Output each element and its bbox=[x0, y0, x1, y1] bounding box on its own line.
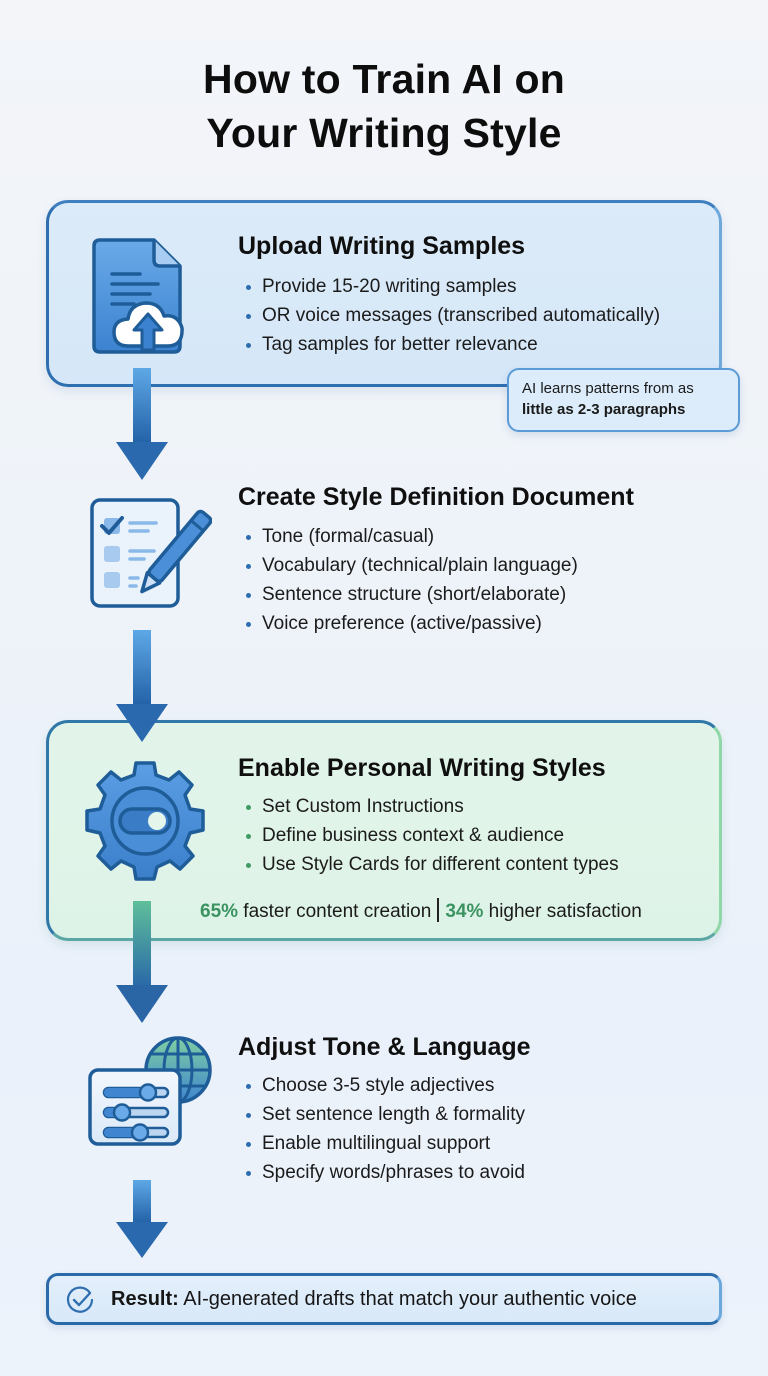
step-2-title: Create Style Definition Document bbox=[238, 483, 634, 511]
list-item: Voice preference (active/passive) bbox=[244, 609, 578, 638]
down-arrow-icon bbox=[116, 1180, 168, 1258]
title-line-2: Your Writing Style bbox=[206, 110, 562, 156]
list-item: Set Custom Instructions bbox=[244, 792, 619, 821]
list-item: Set sentence length & formality bbox=[244, 1100, 525, 1129]
step-3-bullets: Set Custom Instructions Define business … bbox=[244, 792, 619, 879]
list-item: Tag samples for better relevance bbox=[244, 330, 660, 359]
list-item: Provide 15-20 writing samples bbox=[244, 272, 660, 301]
document-cloud-upload-icon bbox=[92, 238, 184, 354]
callout-text: AI learns patterns from as bbox=[522, 380, 694, 397]
step-4-title: Adjust Tone & Language bbox=[238, 1033, 531, 1061]
stat-2-value: 34% bbox=[445, 901, 484, 922]
list-item: Choose 3-5 style adjectives bbox=[244, 1071, 525, 1100]
list-item: Sentence structure (short/elaborate) bbox=[244, 580, 578, 609]
list-item: Enable multilingual support bbox=[244, 1129, 525, 1158]
result-banner: Result: AI-generated drafts that match y… bbox=[46, 1273, 722, 1325]
down-arrow-icon bbox=[116, 630, 168, 742]
step-3-title: Enable Personal Writing Styles bbox=[238, 754, 606, 782]
list-item: OR voice messages (transcribed automatic… bbox=[244, 301, 660, 330]
checklist-pen-icon bbox=[90, 498, 212, 608]
list-item: Specify words/phrases to avoid bbox=[244, 1158, 525, 1187]
stats-line: 65% faster content creation 34% higher sa… bbox=[200, 898, 642, 923]
stat-divider bbox=[437, 898, 440, 922]
down-arrow-icon bbox=[116, 901, 168, 1023]
list-item: Tone (formal/casual) bbox=[244, 522, 578, 551]
list-item: Use Style Cards for different content ty… bbox=[244, 850, 619, 879]
step-2-bullets: Tone (formal/casual) Vocabulary (technic… bbox=[244, 522, 578, 638]
step-1-bullets: Provide 15-20 writing samples OR voice m… bbox=[244, 272, 660, 359]
down-arrow-icon bbox=[116, 368, 168, 480]
result-description: AI-generated drafts that match your auth… bbox=[178, 1288, 637, 1310]
stat-2-label: higher satisfaction bbox=[483, 901, 642, 922]
step-1-title: Upload Writing Samples bbox=[238, 232, 526, 260]
callout-note: AI learns patterns from as little as 2-3… bbox=[507, 368, 740, 432]
page-title: How to Train AI on Your Writing Style bbox=[0, 52, 768, 160]
stat-1-value: 65% bbox=[200, 901, 239, 922]
gear-toggle-icon bbox=[85, 761, 205, 881]
step-4-bullets: Choose 3-5 style adjectives Set sentence… bbox=[244, 1071, 525, 1187]
callout-bold-text: little as 2-3 paragraphs bbox=[522, 401, 686, 418]
stat-1-label: faster content creation bbox=[238, 901, 432, 922]
list-item: Vocabulary (technical/plain language) bbox=[244, 551, 578, 580]
sliders-globe-icon bbox=[88, 1036, 212, 1146]
result-label: Result: bbox=[111, 1288, 179, 1310]
list-item: Define business context & audience bbox=[244, 821, 619, 850]
title-line-1: How to Train AI on bbox=[203, 56, 565, 102]
result-text: Result: AI-generated drafts that match y… bbox=[111, 1288, 637, 1311]
check-circle-icon bbox=[66, 1286, 94, 1313]
